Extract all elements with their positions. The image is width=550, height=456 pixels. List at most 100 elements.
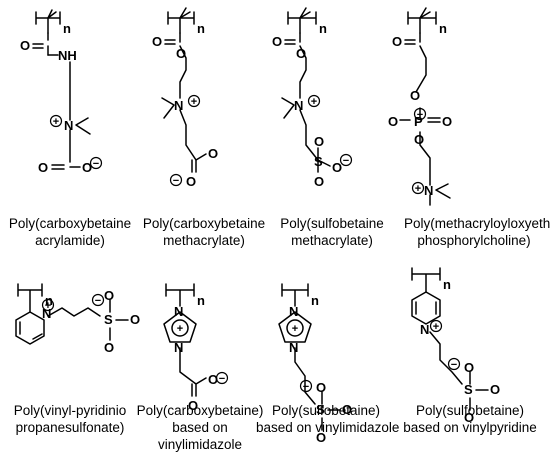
svg-text:−: − <box>303 381 309 393</box>
backbone-bracket <box>17 283 43 313</box>
atom-o: O <box>464 410 474 425</box>
charge-plus: + <box>41 298 55 312</box>
atom-o: O <box>388 114 398 129</box>
charge-minus: − <box>91 293 105 307</box>
atom-n: N <box>42 306 51 321</box>
atom-o: O <box>332 160 342 175</box>
svg-text:+: + <box>53 116 59 128</box>
atom-s: S <box>104 312 113 327</box>
svg-text:−: − <box>451 359 457 371</box>
svg-text:−: − <box>93 158 99 170</box>
atom-o: O <box>314 134 324 149</box>
atom-o: O <box>314 174 324 189</box>
carboxylate-bond <box>51 164 81 170</box>
backbone-bracket <box>287 7 317 34</box>
n-subscript: n <box>197 21 205 36</box>
structure-sulfobetaine-methacrylate <box>281 7 331 173</box>
atom-o: O <box>104 340 114 355</box>
n-subscript: n <box>311 293 319 308</box>
n-subscript: n <box>45 293 53 308</box>
charge-plus: + <box>307 94 321 108</box>
atom-n: N <box>174 98 183 113</box>
charge-minus: − <box>215 371 229 385</box>
atom-o: O <box>188 398 198 413</box>
svg-text:+: + <box>292 323 298 335</box>
atom-o: O <box>38 160 48 175</box>
atom-s: S <box>316 402 325 417</box>
charge-minus: − <box>169 173 183 187</box>
atom-o: O <box>490 382 500 397</box>
backbone-bracket <box>281 283 309 307</box>
atom-s: S <box>314 154 323 169</box>
charge-plus: + <box>187 94 201 108</box>
atom-o: O <box>272 34 282 49</box>
atom-o: O <box>464 360 474 375</box>
atom-o: O <box>410 88 420 103</box>
svg-text:−: − <box>417 109 423 121</box>
atom-o: O <box>104 288 114 303</box>
atom-o: O <box>208 372 218 387</box>
backbone-bracket <box>35 9 61 34</box>
atom-n: N <box>174 304 183 319</box>
atom-n: N <box>420 322 429 337</box>
n-subscript: n <box>197 293 205 308</box>
carbonyl-bond <box>32 43 44 49</box>
charge-minus: − <box>413 107 427 121</box>
svg-text:+: + <box>191 96 197 108</box>
n-subscript: n <box>439 21 447 36</box>
atom-o: O <box>342 402 352 417</box>
atom-o: O <box>392 34 402 49</box>
caption-sulfobetaine-vinylimidazole: Poly(sulfobetaine)based on vinylimidazol… <box>256 403 400 435</box>
structure-vinyl-pyridinio-propanesulfonate <box>15 283 129 345</box>
atom-o: O <box>296 46 306 61</box>
svg-text:+: + <box>433 321 439 333</box>
imidazolium-ring <box>163 311 197 343</box>
atom-p: P <box>414 114 423 129</box>
atom-o: O <box>82 160 92 175</box>
atom-n: N <box>174 340 183 355</box>
charge-minus: − <box>299 379 313 393</box>
charge-minus: − <box>89 156 103 170</box>
aromatic-circle <box>171 319 189 337</box>
svg-text:+: + <box>415 183 421 195</box>
structure-methacryloyloxyethyl-phosphorylcholine <box>399 7 451 206</box>
atom-n: N <box>424 183 433 198</box>
structure-sulfobetaine-vinylimidazole <box>278 283 341 431</box>
structure-carboxybetaine-acrylamide <box>32 9 91 170</box>
backbone-bracket <box>407 7 437 34</box>
backbone-bracket <box>165 283 195 307</box>
atom-o: O <box>442 114 452 129</box>
n-subscript: n <box>443 277 451 292</box>
svg-text:−: − <box>173 175 179 187</box>
svg-text:−: − <box>219 373 225 385</box>
atom-o: O <box>316 380 326 395</box>
pyridine-ring <box>15 311 45 345</box>
atom-nh: NH <box>58 48 77 63</box>
atom-n: N <box>64 118 73 133</box>
svg-text:−: − <box>343 155 349 167</box>
structure-carboxybetaine-methacrylate <box>161 7 207 173</box>
structure-carboxybetaine-vinylimidazole <box>163 283 207 397</box>
atom-n: N <box>294 98 303 113</box>
svg-text:+: + <box>177 323 183 335</box>
charge-plus: + <box>411 181 425 195</box>
n-subscript: n <box>63 21 71 36</box>
svg-text:+: + <box>45 300 51 312</box>
svg-text:−: − <box>95 295 101 307</box>
atom-o: O <box>20 38 30 53</box>
charge-plus: + <box>177 323 183 335</box>
charge-minus: − <box>447 357 461 371</box>
atom-s: S <box>464 382 473 397</box>
backbone-bracket <box>411 267 441 293</box>
atom-o: O <box>130 312 140 327</box>
charge-plus: + <box>292 323 298 335</box>
atom-o: O <box>152 34 162 49</box>
caption-sulfobetaine-vinylpyridine: Poly(sulfobetaine)based on vinylpyridine <box>403 403 537 435</box>
